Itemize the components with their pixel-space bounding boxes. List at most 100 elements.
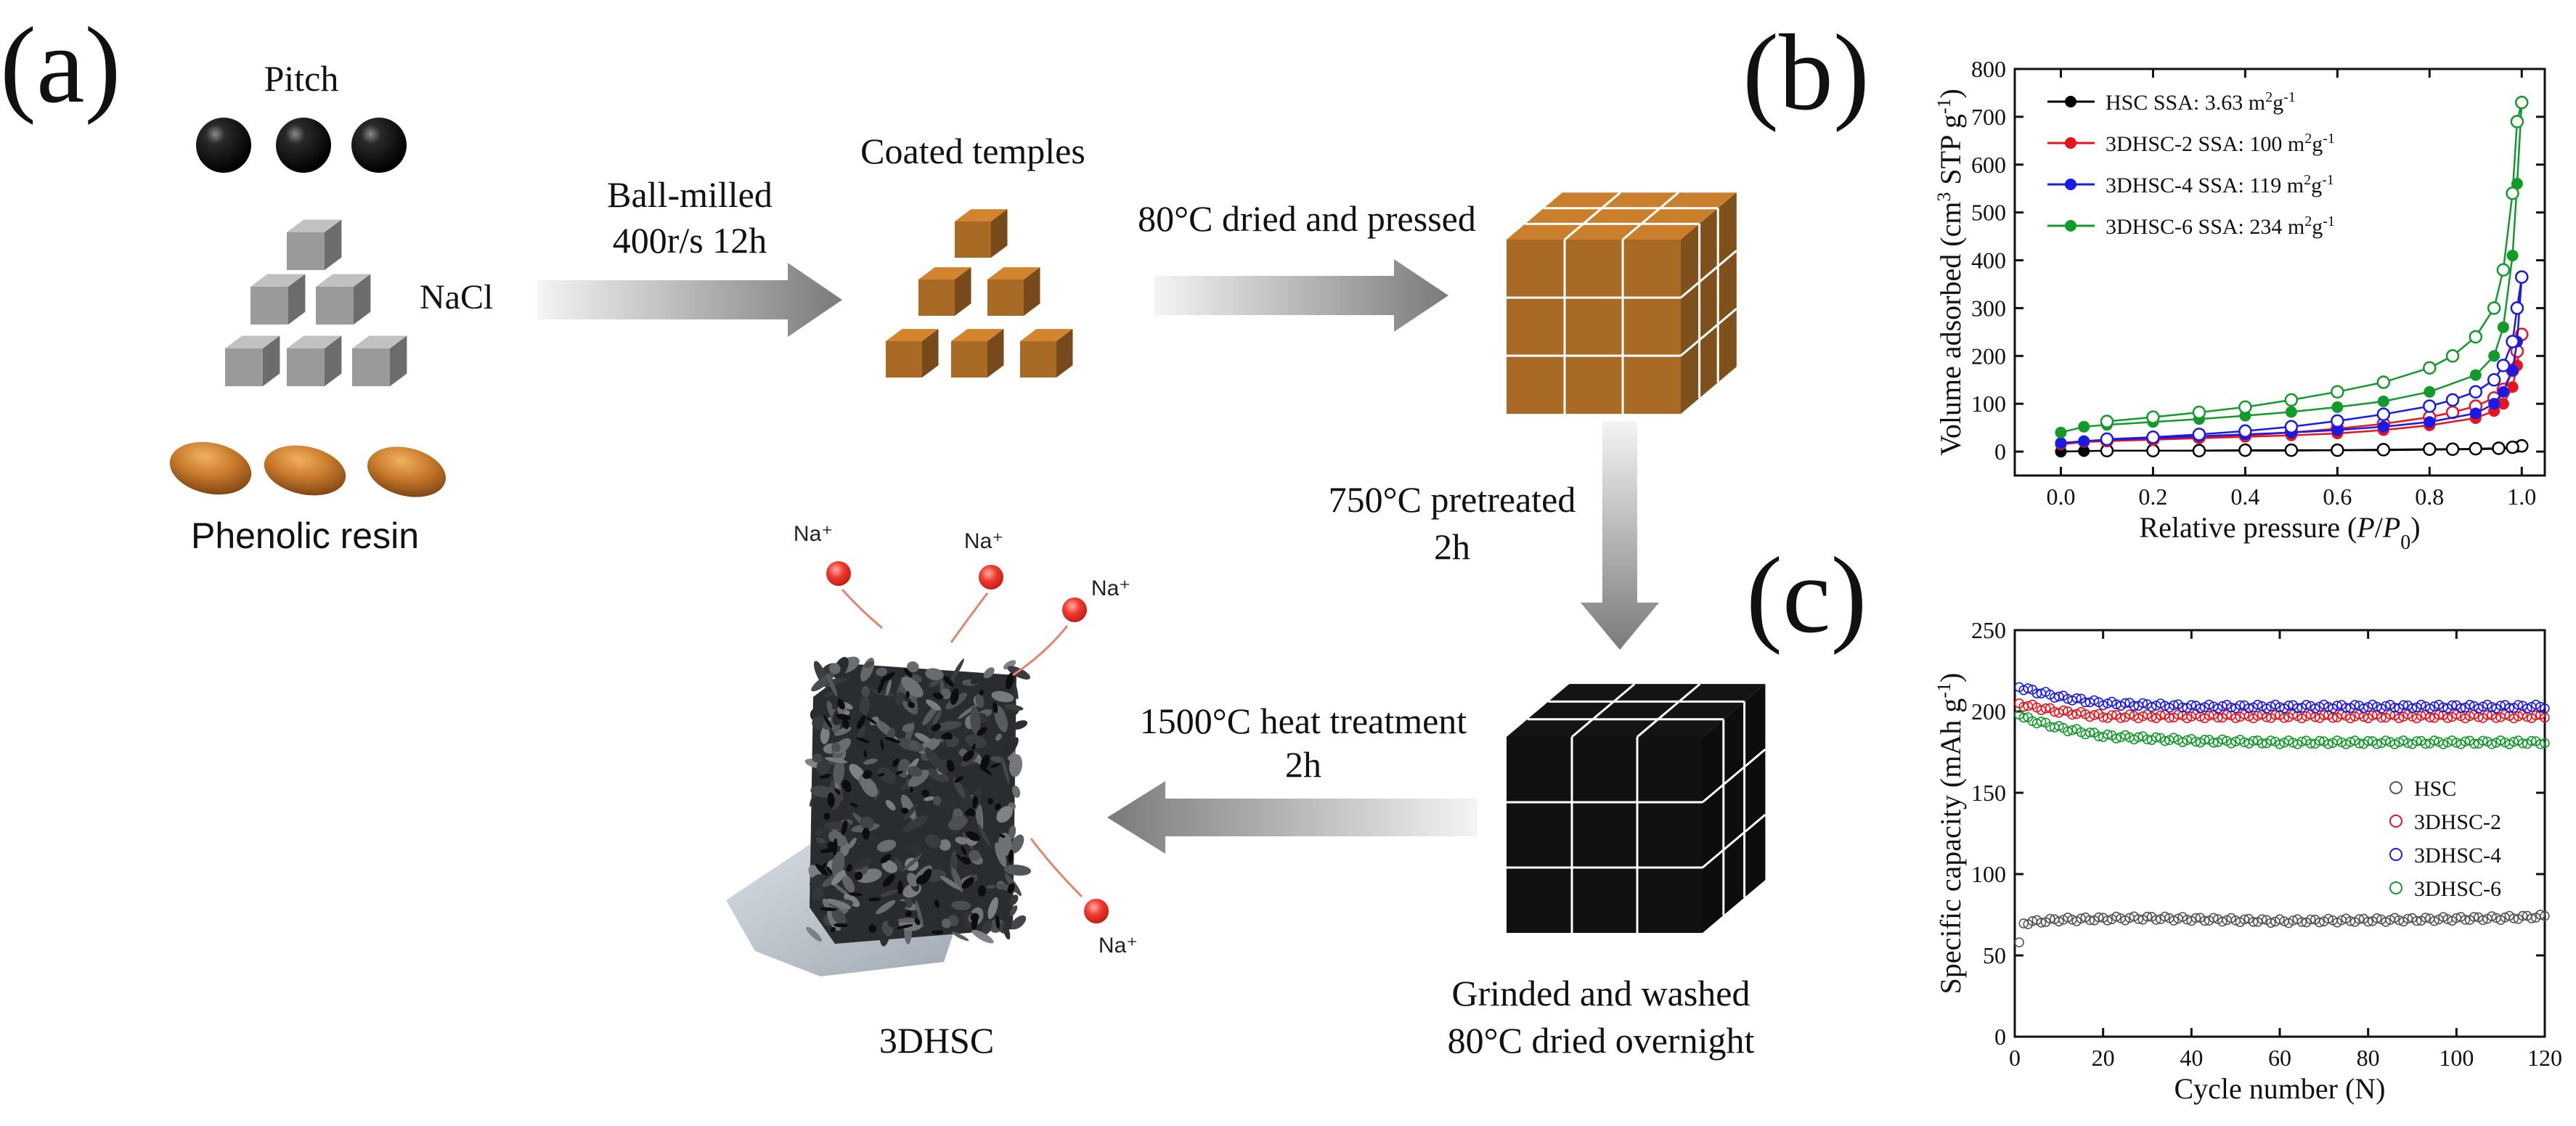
pore [977, 727, 987, 736]
carbon-flake [933, 721, 962, 731]
data-point [2305, 914, 2316, 925]
sodium-ion: Na⁺ [794, 522, 883, 629]
data-point [2478, 735, 2488, 746]
pore [993, 701, 998, 714]
desorption-point [2100, 415, 2114, 428]
desorption-point [2515, 95, 2529, 110]
data-point [2151, 915, 2161, 925]
carbon-flake [924, 796, 935, 801]
data-point [2248, 917, 2259, 927]
data-point [2323, 913, 2334, 924]
adsorption-point [2469, 369, 2482, 381]
pore [931, 723, 941, 732]
x-tick-label: 0 [2009, 1045, 2021, 1071]
data-point [2438, 912, 2448, 922]
desorption-point [2376, 375, 2391, 389]
carbon-flake [965, 734, 987, 748]
carbon-flake [861, 685, 871, 698]
adsorption-point [2377, 395, 2389, 407]
adsorption-point [2497, 321, 2509, 333]
carbon-flake [950, 658, 964, 682]
carbon-flake [876, 899, 896, 915]
pressed-cube-front [1507, 240, 1681, 414]
ion-label: Na⁺ [964, 529, 1003, 553]
data-point [2474, 703, 2484, 714]
desorption-point [2238, 443, 2252, 457]
carbon-flake [902, 701, 916, 714]
desorption-point [2487, 372, 2501, 387]
desorption-point [2496, 263, 2511, 277]
pitch-spheres [196, 118, 407, 173]
cube-side [325, 335, 342, 386]
desorption-point [2423, 399, 2437, 413]
carbon-flake [970, 706, 981, 735]
data-point [2266, 735, 2276, 746]
desorption-point [2445, 393, 2460, 407]
data-point [2354, 738, 2365, 748]
ion-label: Na⁺ [1099, 934, 1138, 958]
resin-particle [169, 441, 252, 495]
data-point [2363, 916, 2373, 927]
data-point [2204, 699, 2214, 710]
cube-top [955, 209, 1008, 221]
carbon-flake [910, 693, 918, 715]
data-point [2160, 911, 2170, 922]
desorption-point [2469, 385, 2483, 399]
data-point [2411, 736, 2422, 746]
data-point [2252, 699, 2263, 710]
data-point [2464, 699, 2475, 710]
data-point [2169, 700, 2179, 711]
data-point [2116, 713, 2126, 723]
data-point [2054, 916, 2064, 927]
grid-line [1702, 813, 1766, 869]
carbon-flake [983, 667, 995, 679]
carbon-flake [909, 741, 920, 751]
data-point [2142, 911, 2153, 922]
carbon-flake [907, 873, 918, 887]
data-point [2160, 735, 2170, 746]
data-point [2460, 915, 2471, 925]
sodium-ions: Na⁺ Na⁺ Na⁺ Na⁺ [794, 522, 1138, 958]
data-point [2540, 738, 2550, 748]
carbon-flake [924, 747, 942, 770]
pore [820, 847, 838, 853]
pore [862, 828, 870, 840]
product-label: 3DHSC [879, 1020, 994, 1061]
adsorption-point [2497, 398, 2509, 410]
pore [823, 715, 833, 729]
pore [961, 877, 974, 889]
cube-top [250, 274, 306, 287]
pore [820, 907, 837, 911]
data-point [2508, 713, 2519, 724]
carbon-flake [902, 804, 918, 820]
carbon-flake [932, 709, 942, 727]
cube-top [951, 329, 1004, 341]
data-point [2332, 701, 2342, 711]
resin-label: Phenolic resin [191, 515, 419, 556]
arrow-dried-pressed [1154, 259, 1448, 332]
carbon-flake [826, 673, 838, 697]
carbon-flake [860, 816, 874, 830]
data-point [2045, 913, 2055, 924]
legend-label: 3DHSC-4 SSA: 119 m2g-1 [2106, 172, 2334, 197]
y-tick-label: 100 [1971, 861, 2006, 887]
data-point [2358, 703, 2369, 714]
adsorption-point [2506, 249, 2519, 261]
carbon-flake [809, 874, 824, 889]
x-tick-label: 0.4 [2230, 484, 2259, 510]
pore [835, 788, 841, 795]
data-point [2402, 913, 2413, 924]
legend-marker [2389, 848, 2402, 861]
data-point [2508, 913, 2519, 923]
series-0 [2055, 438, 2529, 458]
cube-front [316, 287, 354, 325]
carbon-flake [970, 678, 979, 685]
carbon-flake [877, 767, 897, 784]
series-1 [2014, 698, 2550, 724]
sodium-ion: Na⁺ [1012, 576, 1130, 677]
carbon-flake [926, 768, 950, 783]
desorption-point [2238, 400, 2252, 415]
carbon-flake [897, 918, 919, 923]
